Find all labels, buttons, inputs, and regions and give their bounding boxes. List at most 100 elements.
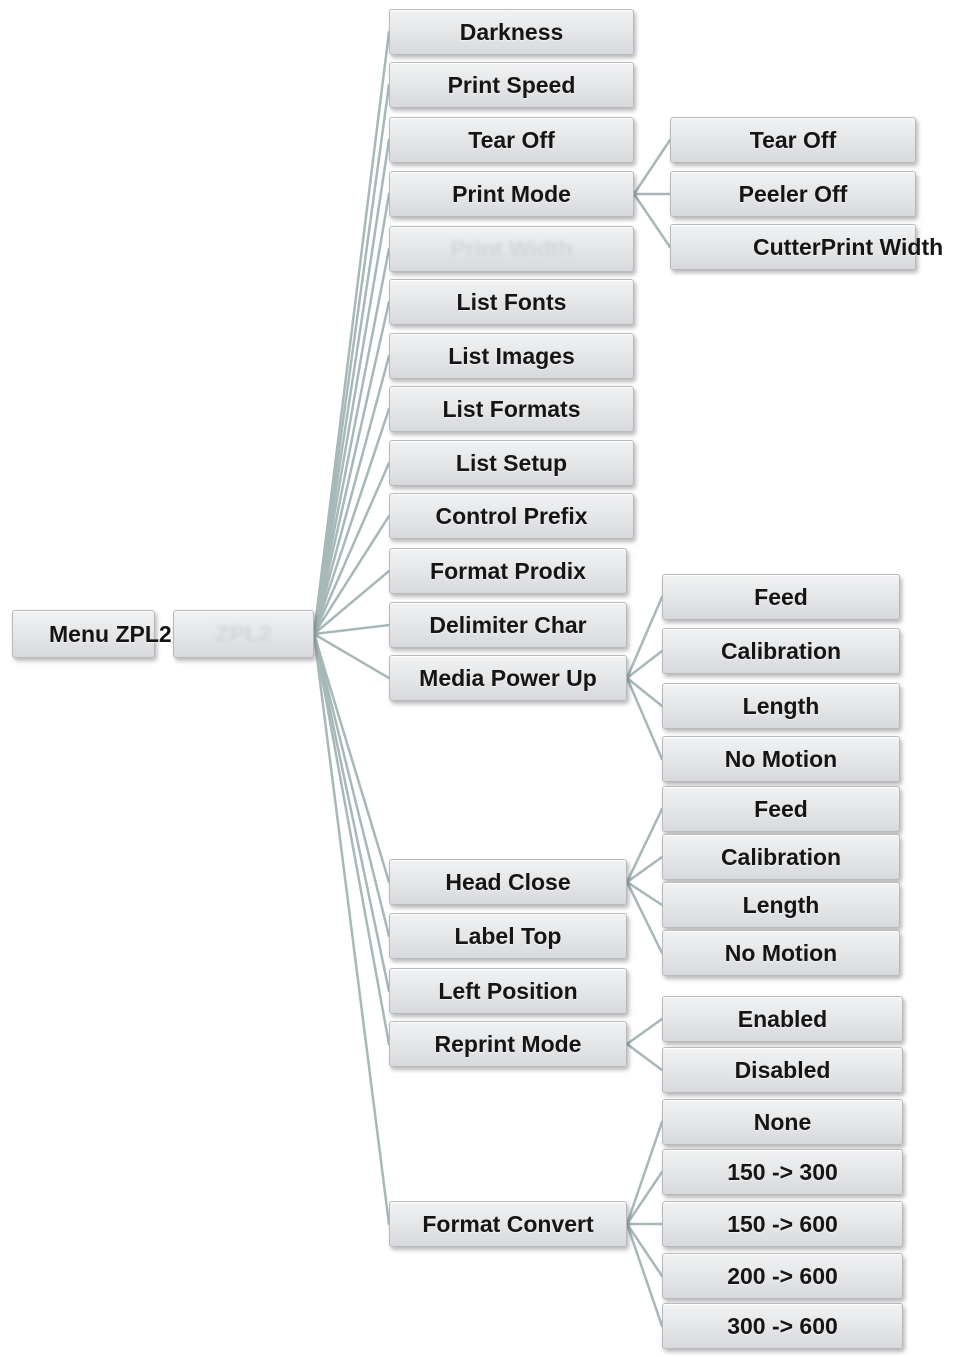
option-label: 300 -> 600 (727, 1312, 838, 1339)
connector-reprint-mode-option-enabled (625, 1017, 664, 1046)
reprint-mode-option-enabled: Enabled (662, 996, 903, 1042)
format-convert-option-none: None (662, 1099, 903, 1145)
item-label: Print Mode (452, 180, 571, 207)
item-label: Darkness (459, 18, 564, 45)
item-list-images: List Images (389, 333, 634, 379)
media-power-up-option-no-motion: No Motion (662, 736, 900, 782)
item-label: Print Speed (447, 71, 576, 98)
option-label: 150 -> 300 (727, 1158, 838, 1185)
item-print-mode: Print Mode (389, 171, 634, 217)
item-list-fonts: List Fonts (389, 279, 634, 325)
format-convert-option-300-600: 300 -> 600 (662, 1303, 903, 1349)
connector-format-convert-option-150-300 (625, 1170, 664, 1226)
item-label: Head Close (445, 868, 571, 895)
connector-item-list-images (312, 354, 391, 636)
print-mode-option-tear-off: Tear Off (670, 117, 916, 163)
connector-media-power-up-option-no-motion (625, 676, 664, 761)
format-convert-option-200-600: 200 -> 600 (662, 1253, 903, 1299)
item-print-width: Print Width (389, 226, 634, 272)
connector-format-convert-option-none (625, 1120, 664, 1226)
connector-format-convert-option-300-600 (625, 1222, 664, 1328)
option-label: No Motion (724, 939, 838, 966)
connector-media-power-up-option-feed (625, 595, 664, 680)
connector-item-head-close (312, 632, 391, 884)
connector-item-media-power-up (312, 632, 391, 680)
item-format-convert: Format Convert (389, 1201, 627, 1247)
option-label: No Motion (724, 745, 838, 772)
connector-item-print-speed (312, 83, 391, 636)
connector-item-reprint-mode (312, 632, 391, 1046)
option-label: Calibration (720, 637, 842, 664)
option-label: None (753, 1108, 812, 1135)
item-darkness: Darkness (389, 9, 634, 55)
item-delimiter-char: Delimiter Char (389, 602, 627, 648)
item-reprint-mode: Reprint Mode (389, 1021, 627, 1067)
connector-item-print-mode (312, 192, 391, 636)
option-label: Calibration (720, 843, 842, 870)
connector-item-list-formats (312, 407, 391, 636)
connector-item-delimiter-char (312, 623, 391, 636)
item-control-prefix: Control Prefix (389, 493, 634, 539)
option-label: 200 -> 600 (727, 1262, 838, 1289)
head-close-option-no-motion: No Motion (662, 930, 900, 976)
option-label: Length (742, 891, 820, 918)
item-label: Reprint Mode (434, 1030, 582, 1057)
item-label: Format Convert (422, 1210, 594, 1237)
item-label: Label Top (454, 922, 562, 949)
connector-head-close-option-calibration (625, 855, 664, 884)
item-label: List Images (448, 342, 575, 369)
menu-root-node: Menu ZPL2 (12, 610, 172, 658)
option-label: Peeler Off (738, 180, 848, 207)
connector-media-power-up-option-length (625, 676, 664, 708)
option-label: Enabled (737, 1005, 828, 1032)
connector-head-close-option-length (625, 880, 664, 907)
connector-item-print-width (312, 247, 391, 636)
media-power-up-option-calibration: Calibration (662, 628, 900, 674)
option-label: Disabled (734, 1056, 831, 1083)
item-label: Media Power Up (419, 664, 597, 691)
menu-root-label: Menu ZPL2 (49, 620, 172, 647)
item-label: Delimiter Char (429, 611, 587, 638)
item-left-position: Left Position (389, 968, 627, 1014)
connector-item-control-prefix (312, 514, 391, 636)
connector-head-close-option-feed (625, 807, 664, 884)
item-print-speed: Print Speed (389, 62, 634, 108)
connector-item-left-position (312, 632, 391, 993)
connector-reprint-mode-option-disabled (625, 1042, 664, 1072)
option-label: Tear Off (749, 126, 837, 153)
media-power-up-option-feed: Feed (662, 574, 900, 620)
format-convert-option-150-600: 150 -> 600 (662, 1201, 903, 1247)
connector-head-close-option-no-motion (625, 880, 664, 955)
connector-item-list-fonts (312, 300, 391, 636)
option-label: CutterPrint Width (753, 233, 944, 260)
connector-print-mode-option-cutter (632, 192, 672, 249)
connector-item-format-prodix (312, 569, 391, 636)
connector-item-label-top (312, 632, 391, 938)
connector-item-tear-off (312, 138, 391, 636)
reprint-mode-option-disabled: Disabled (662, 1047, 903, 1093)
item-label: List Setup (455, 449, 568, 476)
item-label: List Formats (442, 395, 581, 422)
print-mode-option-peeler-off: Peeler Off (670, 171, 916, 217)
connector-media-power-up-option-calibration (625, 649, 664, 680)
option-label: Feed (754, 583, 808, 610)
head-close-option-length: Length (662, 882, 900, 928)
media-power-up-option-length: Length (662, 683, 900, 729)
item-label: List Fonts (456, 288, 567, 315)
option-label: 150 -> 600 (727, 1210, 838, 1237)
zpl2-hub-node: ZPL2 (173, 610, 314, 658)
item-list-formats: List Formats (389, 386, 634, 432)
connector-item-format-convert (312, 632, 391, 1226)
item-label: Control Prefix (435, 502, 588, 529)
connector-print-mode-option-tear-off (632, 138, 672, 196)
connector-item-list-setup (312, 461, 391, 636)
zpl2-hub-label: ZPL2 (215, 620, 272, 647)
head-close-option-feed: Feed (662, 786, 900, 832)
item-label: Format Prodix (430, 557, 586, 584)
item-label: Print Width (450, 235, 573, 262)
option-label: Length (742, 692, 820, 719)
item-media-power-up: Media Power Up (389, 655, 627, 701)
item-format-prodix: Format Prodix (389, 548, 627, 594)
